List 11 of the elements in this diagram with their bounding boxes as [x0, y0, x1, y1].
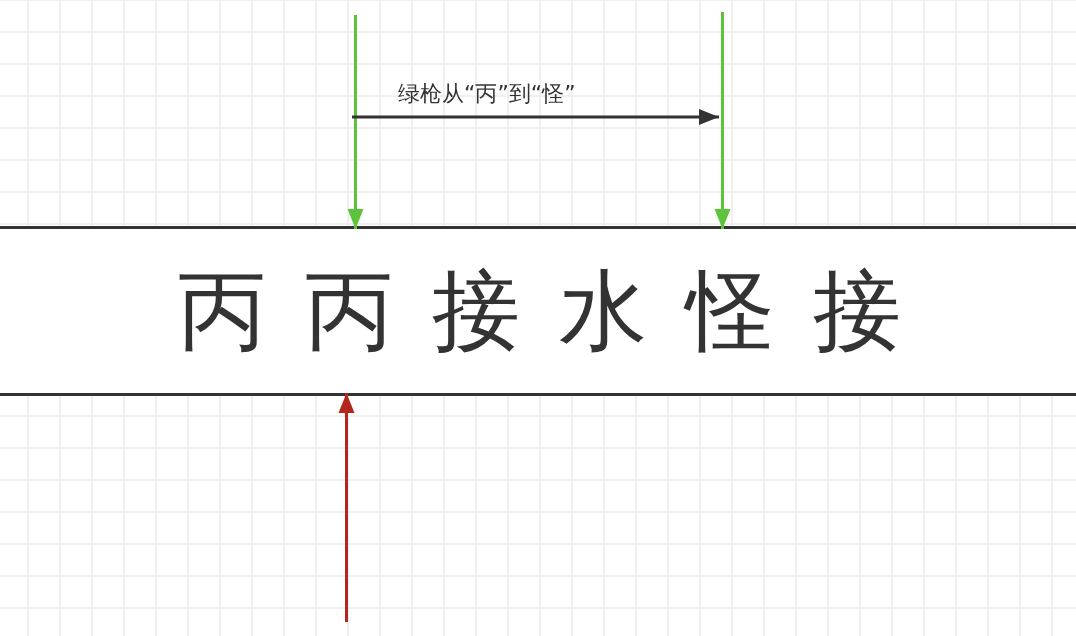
band-character: 接 — [412, 229, 539, 393]
band-character: 丙 — [158, 229, 285, 393]
text-band — [0, 226, 1076, 396]
arrow — [338, 393, 355, 622]
band-character: 水 — [539, 229, 666, 393]
arrow — [347, 15, 364, 229]
annotation-text: 绿枪从“丙”到“怪” — [398, 80, 576, 108]
arrow — [714, 12, 731, 229]
band-character: 丙 — [285, 229, 412, 393]
band-character: 接 — [793, 229, 920, 393]
band-character: 怪 — [666, 229, 793, 393]
